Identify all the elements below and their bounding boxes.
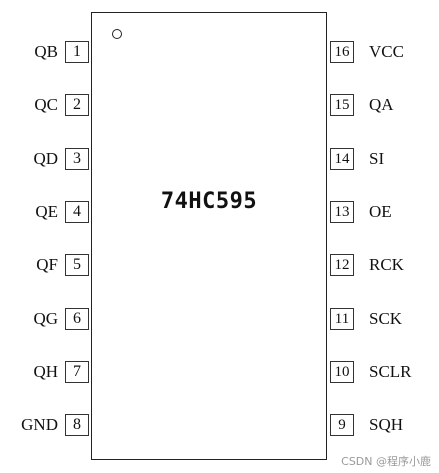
pin-number-left: 3 [65, 148, 89, 170]
pin-number-left: 8 [65, 414, 89, 436]
pin-number-left: 7 [65, 361, 89, 383]
pin-label-right: SQH [369, 415, 404, 434]
pin-label-left: QH [33, 362, 58, 381]
pin-label-left: QF [36, 255, 58, 274]
pin-number-right: 15 [330, 94, 354, 116]
pin-label-right: OE [369, 202, 392, 221]
watermark: CSDN @程序小鹿 [341, 455, 431, 468]
pin-number-right: 16 [330, 41, 354, 63]
pin-label-left: QC [34, 95, 58, 114]
pin-label-right: SI [369, 149, 385, 168]
pin-label-left: GND [21, 415, 58, 434]
pin-label-right: SCK [369, 309, 403, 328]
pin-number-right: 10 [330, 361, 354, 383]
pin-number-right: 13 [330, 201, 354, 223]
pin-number-right: 9 [330, 414, 354, 436]
pin-number-left: 6 [65, 308, 89, 330]
pin-number-left: 2 [65, 94, 89, 116]
pin-number-left: 5 [65, 254, 89, 276]
pin-label-left: QD [33, 149, 58, 168]
pin-number-right: 11 [330, 308, 354, 330]
pin-label-right: SCLR [369, 362, 412, 381]
pin-label-left: QE [35, 202, 58, 221]
pin-label-left: QG [33, 309, 58, 328]
pin-label-right: QA [369, 95, 394, 114]
pin-label-right: VCC [369, 42, 404, 61]
ic-body: 74HC595 [91, 12, 327, 460]
chip-name: 74HC595 [160, 189, 258, 214]
pin-number-right: 12 [330, 254, 354, 276]
pin-number-left: 4 [65, 201, 89, 223]
pin-label-left: QB [34, 42, 58, 61]
pin-label-right: RCK [369, 255, 404, 274]
pin1-indicator-dot [112, 29, 122, 39]
pin-number-left: 1 [65, 41, 89, 63]
pin-number-right: 14 [330, 148, 354, 170]
